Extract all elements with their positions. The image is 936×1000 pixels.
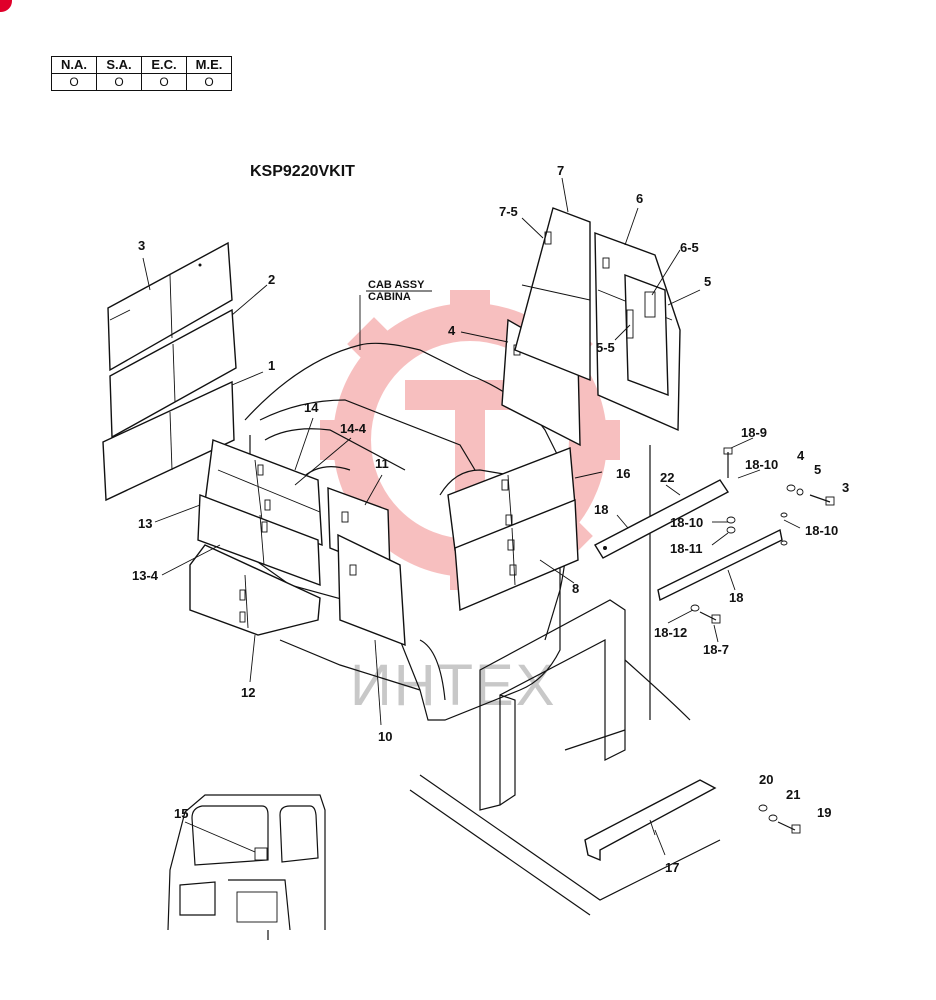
panel-13	[197, 494, 321, 587]
callout-6-5: 6-5	[680, 240, 699, 255]
panel-8	[454, 498, 579, 612]
watermark-text: ИНТЕХ	[350, 653, 556, 718]
callout-5-5: 5-5	[596, 340, 615, 355]
panel-5	[624, 273, 669, 397]
callout-14: 14	[304, 400, 319, 415]
cab-assy-label: CAB ASSY	[368, 279, 425, 291]
callout-16: 16	[616, 466, 630, 481]
callout-19: 19	[817, 805, 831, 820]
washer-group	[690, 484, 804, 822]
callout-5-b: 5	[814, 462, 821, 477]
callout-18-11: 18-11	[670, 541, 703, 556]
bracket-17	[584, 779, 717, 862]
mount-structure	[409, 445, 721, 916]
callout-18-a: 18	[594, 502, 608, 517]
callout-18-12: 18-12	[654, 625, 687, 640]
callout-2: 2	[268, 272, 275, 287]
market-table: N.A. S.A. E.C. M.E. O O O O	[51, 56, 232, 91]
cab-body	[244, 342, 569, 721]
callout-leaders	[142, 177, 801, 856]
bracket-18	[657, 528, 783, 602]
callout-11: 11	[375, 456, 389, 471]
callout-6: 6	[636, 191, 643, 206]
bolt-3	[809, 494, 835, 506]
cab-inset-view	[167, 794, 326, 940]
callout-18-10-a: 18-10	[745, 457, 778, 472]
panel-12	[189, 544, 321, 636]
bolt-18-9	[723, 447, 733, 478]
market-value-na: O	[51, 73, 97, 91]
market-value-me: O	[186, 73, 232, 91]
panel-3	[107, 241, 233, 372]
callout-14-4: 14-4	[340, 421, 367, 436]
market-header-ec: E.C.	[141, 56, 187, 74]
callout-1: 1	[268, 358, 275, 373]
bolt-19	[777, 821, 801, 834]
callout-17: 17	[665, 860, 679, 875]
panel-10	[337, 533, 406, 647]
callout-10: 10	[378, 729, 392, 744]
callout-18-10-b: 18-10	[670, 515, 703, 530]
kit-title: KSP9220VKIT	[250, 163, 355, 180]
market-table-value-row: O O O O	[51, 73, 232, 91]
callout-3-b: 3	[842, 480, 849, 495]
market-value-sa: O	[96, 73, 142, 91]
bracket-22	[594, 479, 730, 559]
cab-cabina-label: CABINA	[368, 291, 411, 303]
callout-4-b: 4	[797, 448, 805, 463]
panel-1	[102, 380, 235, 502]
callout-labels: 3 2 1 14 14-4 13 13-4 12 11 10 16 8 4 7 …	[132, 163, 849, 875]
callout-7: 7	[557, 163, 564, 178]
callout-3: 3	[138, 238, 145, 253]
panel-2	[109, 308, 237, 439]
cab-label-leader	[359, 290, 432, 350]
callout-20: 20	[759, 772, 773, 787]
callout-13: 13	[138, 516, 152, 531]
bolt-18-7	[699, 611, 721, 624]
callout-7-5: 7-5	[499, 204, 518, 219]
callout-18-10-c: 18-10	[805, 523, 838, 538]
callout-18-7: 18-7	[703, 642, 729, 657]
panel-7	[514, 207, 591, 382]
callout-18-b: 18	[729, 590, 743, 605]
callout-5: 5	[704, 274, 711, 289]
callout-12: 12	[241, 685, 255, 700]
callout-8: 8	[572, 581, 579, 596]
callout-22: 22	[660, 470, 674, 485]
callout-13-4: 13-4	[132, 568, 159, 583]
market-table-header-row: N.A. S.A. E.C. M.E.	[51, 56, 232, 74]
callout-18-9: 18-9	[741, 425, 767, 440]
panel-14	[204, 439, 323, 547]
market-header-sa: S.A.	[96, 56, 142, 74]
callout-4: 4	[448, 323, 456, 338]
callout-15: 15	[174, 806, 188, 821]
callout-21: 21	[786, 787, 800, 802]
